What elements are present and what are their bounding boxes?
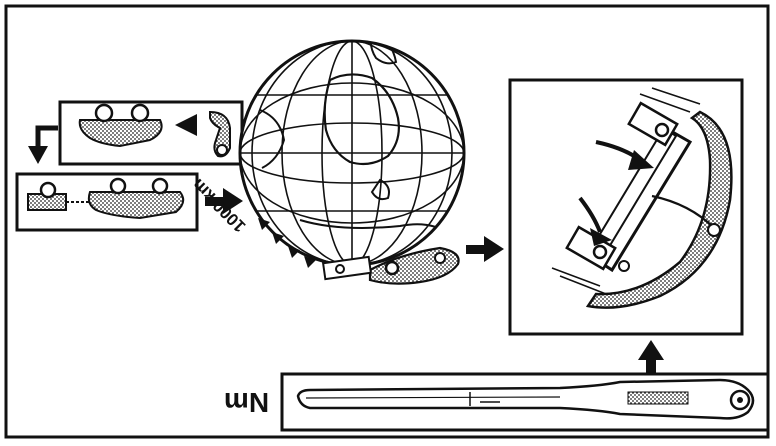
panel-chain-box (17, 174, 197, 230)
globe-icon (240, 30, 464, 265)
panel-loop-box (60, 102, 242, 164)
arrow-down-left (28, 128, 58, 164)
torque-wrench-icon (282, 374, 768, 430)
unit-label: Nm (224, 386, 269, 418)
detail-box (510, 80, 742, 334)
arrow-up-from-wrench (638, 340, 664, 374)
arrow-to-detail (466, 236, 504, 262)
